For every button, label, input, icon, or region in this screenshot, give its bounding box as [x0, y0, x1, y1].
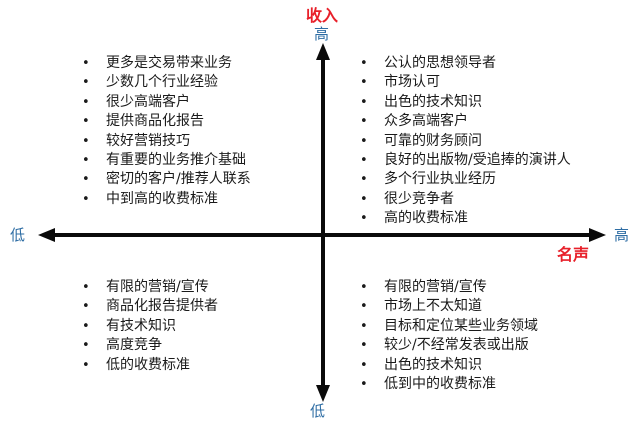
list-item: 中到高的收费标准: [82, 190, 251, 210]
quadrant-bottom-left-list: 有限的营销/宣传 商品化报告提供者 有技术知识 高度竞争 低的收费标准: [82, 278, 218, 375]
list-item: 低到中的收费标准: [360, 375, 538, 395]
list-item: 市场认可: [360, 73, 571, 93]
x-axis-low-label: 低: [10, 226, 26, 244]
x-axis-title: 名声: [557, 245, 590, 264]
y-axis-title: 收入: [306, 6, 339, 25]
list-item: 高度竞争: [82, 336, 218, 356]
quadrant-top-right-list: 公认的思想领导者 市场认可 出色的技术知识 众多高端客户 可靠的财务顾问 良好的…: [360, 54, 571, 229]
x-axis-high-label: 高: [614, 226, 630, 244]
list-item: 众多高端客户: [360, 112, 571, 132]
list-item: 高的收费标准: [360, 209, 571, 229]
list-item: 出色的技术知识: [360, 356, 538, 376]
list-item: 提供商品化报告: [82, 112, 251, 132]
vertical-axis-arrow-down: [316, 385, 330, 402]
list-item: 有技术知识: [82, 317, 218, 337]
list-item: 有限的营销/宣传: [82, 278, 218, 298]
list-item: 很少高端客户: [82, 93, 251, 113]
list-item: 少数几个行业经验: [82, 73, 251, 93]
list-item: 出色的技术知识: [360, 93, 571, 113]
list-item: 可靠的财务顾问: [360, 132, 571, 152]
y-axis-high-label: 高: [314, 25, 330, 43]
list-item: 有重要的业务推介基础: [82, 151, 251, 171]
quadrant-top-left-list: 更多是交易带来业务 少数几个行业经验 很少高端客户 提供商品化报告 较好营销技巧…: [82, 54, 251, 210]
list-item: 很少竞争者: [360, 190, 571, 210]
list-item: 密切的客户/推荐人联系: [82, 170, 251, 190]
horizontal-axis-arrow-right: [589, 228, 606, 242]
list-item: 良好的出版物/受追捧的演讲人: [360, 151, 571, 171]
list-item: 低的收费标准: [82, 356, 218, 376]
list-item: 公认的思想领导者: [360, 54, 571, 74]
list-item: 较好营销技巧: [82, 132, 251, 152]
list-item: 有限的营销/宣传: [360, 278, 538, 298]
quadrant-bottom-right-list: 有限的营销/宣传 市场上不太知道 目标和定位某些业务领域 较少/不经常发表或出版…: [360, 278, 538, 395]
list-item: 多个行业执业经历: [360, 170, 571, 190]
y-axis-low-label: 低: [310, 402, 326, 420]
list-item: 目标和定位某些业务领域: [360, 317, 538, 337]
vertical-axis-arrow-up: [316, 43, 330, 60]
horizontal-axis-arrow-left: [38, 228, 55, 242]
list-item: 更多是交易带来业务: [82, 54, 251, 74]
list-item: 较少/不经常发表或出版: [360, 336, 538, 356]
list-item: 市场上不太知道: [360, 297, 538, 317]
list-item: 商品化报告提供者: [82, 297, 218, 317]
